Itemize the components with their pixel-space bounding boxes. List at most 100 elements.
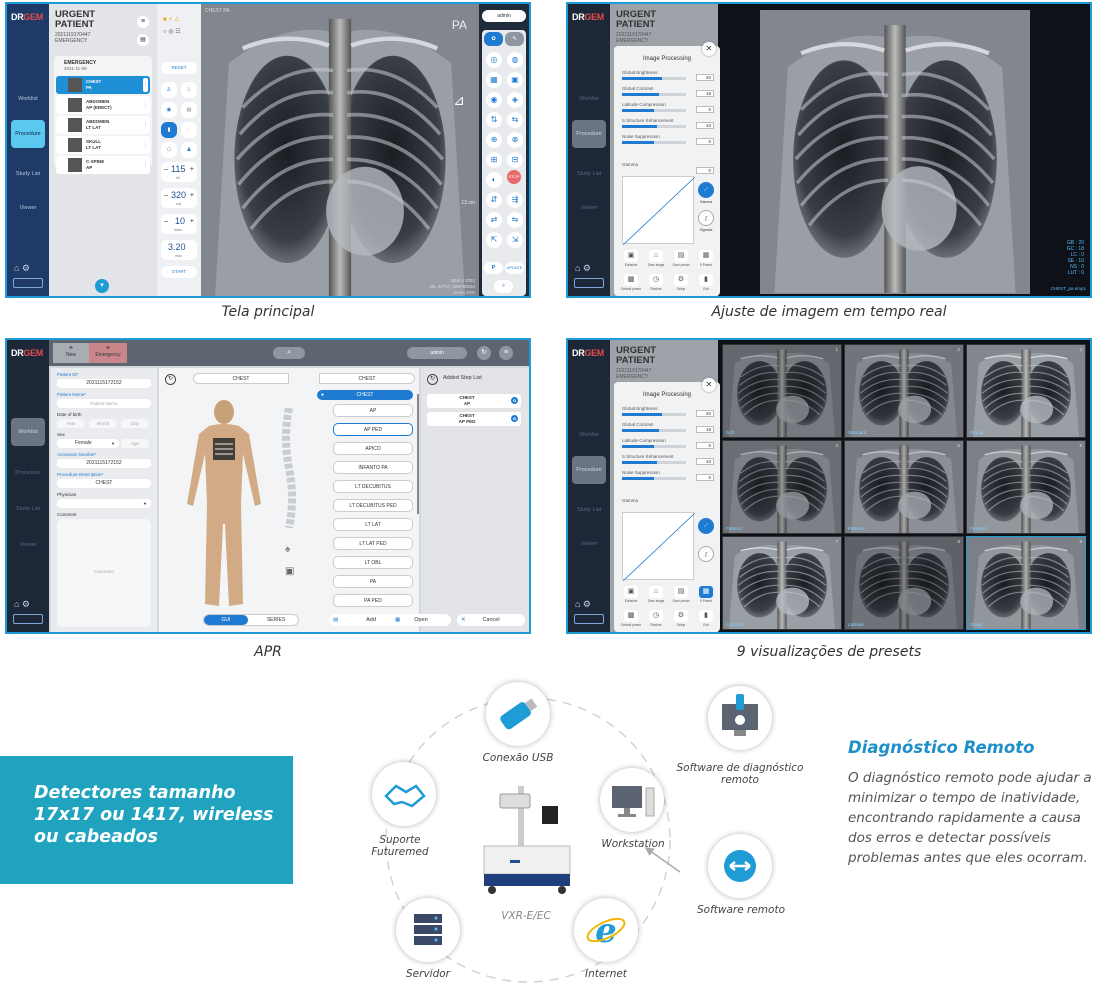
- settings-icon[interactable]: ⌂ ⚙: [14, 263, 31, 273]
- menu-icon[interactable]: ≡: [137, 16, 149, 28]
- tool-icon[interactable]: ⇆: [507, 112, 523, 128]
- nav-viewer[interactable]: Viewer: [580, 205, 598, 211]
- new-button[interactable]: +New: [53, 343, 89, 363]
- tool-icon[interactable]: ⇅: [486, 112, 502, 128]
- tool-icon[interactable]: ◉: [486, 92, 502, 108]
- tool-button[interactable]: ▣: [624, 250, 638, 262]
- nav-procedure[interactable]: Procedure: [15, 470, 41, 476]
- slider-value[interactable]: 10: [696, 122, 714, 129]
- ae-button[interactable]: ▮: [161, 122, 177, 138]
- view-item[interactable]: PA: [333, 575, 413, 588]
- view-item[interactable]: LT OBL: [333, 556, 413, 569]
- more-icon[interactable]: ⋮: [143, 118, 148, 132]
- patient-name-field[interactable]: Patient Name: [57, 399, 151, 408]
- more-icon[interactable]: ⋮: [143, 138, 148, 152]
- series-tab[interactable]: SERIES: [266, 617, 286, 623]
- tool-button[interactable]: ▩: [624, 274, 638, 286]
- tool-button[interactable]: ⚙: [674, 274, 688, 286]
- slider-value[interactable]: 0: [696, 474, 714, 481]
- tool-button[interactable]: ▦: [699, 250, 713, 262]
- ae2-button[interactable]: ◌: [181, 122, 197, 138]
- tool-button[interactable]: ⚙: [674, 610, 688, 622]
- settings-icon[interactable]: ✿: [511, 397, 518, 404]
- slider-track[interactable]: [622, 141, 686, 144]
- close-icon[interactable]: ✕: [702, 42, 716, 56]
- tool-button[interactable]: ▤: [674, 586, 688, 598]
- gamma-button[interactable]: ⟋: [698, 518, 714, 534]
- tool-button[interactable]: ▦: [699, 586, 713, 598]
- tool-button[interactable]: ▤: [674, 250, 688, 262]
- emergency-button[interactable]: +Emergency: [89, 343, 127, 363]
- ms-stepper[interactable]: – 10 + msec: [161, 214, 197, 234]
- scrollbar[interactable]: [417, 394, 419, 514]
- slider-track[interactable]: [622, 445, 686, 448]
- open-button[interactable]: ▦Open: [391, 614, 451, 626]
- spine-model[interactable]: [279, 407, 299, 529]
- slider-track[interactable]: [622, 429, 686, 432]
- view-item[interactable]: LT DECUBITUS PED: [333, 499, 413, 512]
- month-field[interactable]: Month: [89, 419, 117, 428]
- tool-icon[interactable]: ⇱: [486, 232, 502, 248]
- slider-value[interactable]: 0: [696, 106, 714, 113]
- settings-icon[interactable]: ⌂ ⚙: [14, 599, 31, 609]
- physician-select[interactable]: ▼: [57, 499, 151, 508]
- more-icon[interactable]: ⋮: [143, 78, 148, 92]
- view-list-header[interactable]: ●CHEST: [317, 390, 413, 400]
- tab-left[interactable]: CHEST: [193, 373, 289, 384]
- tool-icon[interactable]: ▣: [507, 72, 523, 88]
- tool-button[interactable]: ▮: [699, 274, 713, 286]
- tool-icon[interactable]: ⇶: [507, 192, 523, 208]
- kv-stepper[interactable]: – 115 + kV: [161, 162, 197, 182]
- gamma-curve[interactable]: [622, 512, 696, 582]
- search-button[interactable]: ⌕: [273, 347, 305, 359]
- view-item[interactable]: LT DECUBITUS: [333, 480, 413, 493]
- settings-tab[interactable]: ✿: [484, 32, 503, 46]
- list-icon[interactable]: ▤: [137, 34, 149, 46]
- tool-icon[interactable]: ⊗: [507, 132, 523, 148]
- tool-icon[interactable]: ▦: [486, 72, 502, 88]
- sigmoid-button[interactable]: ∫: [698, 210, 714, 226]
- settings-icon[interactable]: ⌂ ⚙: [575, 599, 592, 609]
- tool-icon[interactable]: ◐: [486, 172, 502, 188]
- update-button[interactable]: UPDATE: [505, 262, 524, 274]
- view-item[interactable]: AP: [333, 404, 413, 417]
- nav-study-list[interactable]: Study List: [15, 171, 41, 177]
- nav-worklist[interactable]: Worklist: [11, 418, 45, 446]
- gamma-button[interactable]: ⟋: [698, 182, 714, 198]
- tool-button[interactable]: ▣: [624, 586, 638, 598]
- start-button[interactable]: START: [161, 266, 197, 278]
- nav-viewer[interactable]: Viewer: [19, 542, 37, 548]
- person-button[interactable]: ♟: [181, 142, 197, 158]
- accession-field[interactable]: 2021115172152: [57, 459, 151, 468]
- view-item[interactable]: INFANTO PA: [333, 461, 413, 474]
- body-model[interactable]: [169, 394, 279, 614]
- slider-track[interactable]: [622, 77, 686, 80]
- tool-icon[interactable]: ⇋: [507, 212, 523, 228]
- nav-study-list[interactable]: Study List: [15, 506, 41, 512]
- user-button[interactable]: admin: [407, 347, 467, 359]
- slider-value[interactable]: 20: [696, 410, 714, 417]
- tool-icon[interactable]: ⇲: [507, 232, 523, 248]
- tool-icon[interactable]: ⊞: [486, 152, 502, 168]
- nav-procedure[interactable]: Procedure: [572, 120, 606, 148]
- nav-viewer[interactable]: Viewer: [19, 205, 37, 211]
- sigmoid-button[interactable]: ∫: [698, 546, 714, 562]
- tool-button[interactable]: ▮: [699, 610, 713, 622]
- slider-track[interactable]: [622, 461, 686, 464]
